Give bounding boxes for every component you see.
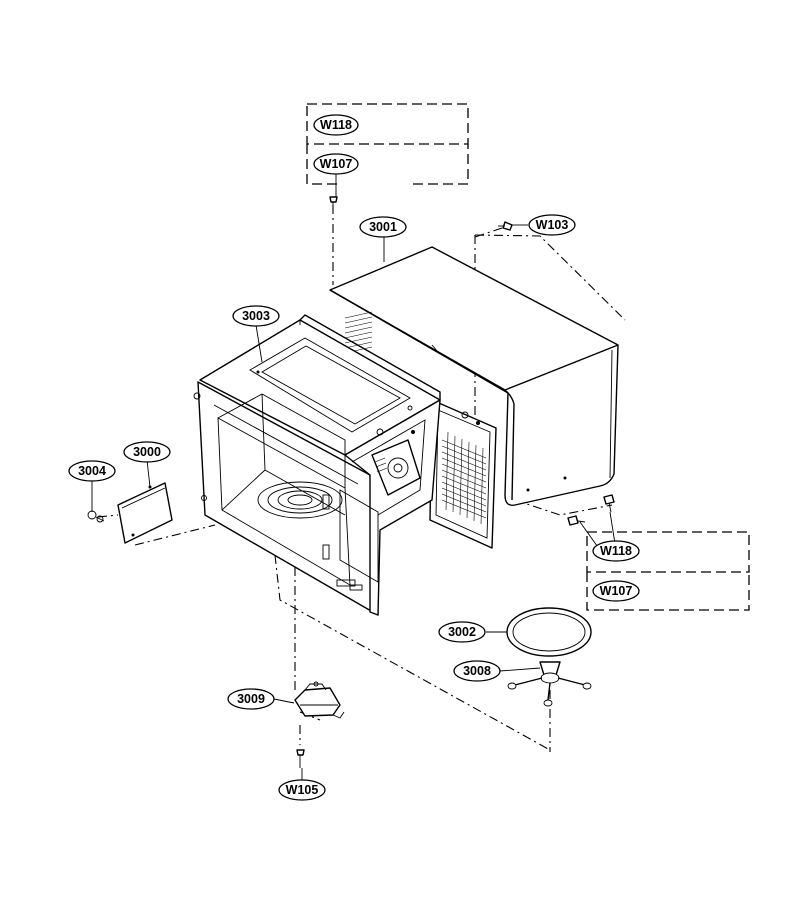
label-3003-text: 3003 [242, 309, 270, 323]
cavity-turntable [257, 481, 343, 519]
waveguide-cover [117, 482, 173, 544]
roller-support [507, 661, 592, 707]
label-3000-text: 3000 [133, 445, 161, 459]
label-3001: 3001 [359, 216, 407, 238]
right-callout-box [586, 531, 750, 611]
label-w107-right-text: W107 [600, 584, 633, 598]
rear-panel [429, 399, 497, 549]
cover-screw [87, 510, 105, 523]
label-3008-text: 3008 [463, 664, 491, 678]
label-w118-top-text: W118 [320, 118, 352, 132]
outer-cabinet [329, 246, 619, 506]
label-w107-top-text: W107 [320, 157, 353, 171]
label-3004-text: 3004 [78, 464, 106, 478]
label-w107-top: W107 [313, 153, 359, 175]
label-w105: W105 [278, 779, 326, 801]
label-w107-right: W107 [592, 580, 640, 602]
label-w103: W103 [528, 214, 576, 236]
inner-chassis [193, 314, 441, 616]
fan-motor [371, 439, 421, 496]
label-3009-text: 3009 [237, 692, 265, 706]
top-screw [329, 196, 338, 212]
label-w103-text: W103 [536, 218, 569, 232]
label-w118-top: W118 [313, 114, 359, 136]
label-3002: 3002 [438, 621, 486, 643]
label-w105-text: W105 [286, 783, 319, 797]
label-3000: 3000 [123, 441, 171, 463]
label-3009: 3009 [227, 688, 275, 710]
glass-tray [506, 607, 592, 657]
label-w118-right: W118 [592, 540, 640, 562]
label-w118-right-text: W118 [600, 544, 632, 558]
bottom-screw [296, 749, 305, 768]
turntable-motor [294, 681, 345, 719]
rear-screw-w103 [498, 221, 513, 231]
label-3004: 3004 [68, 460, 116, 482]
label-3002-text: 3002 [448, 625, 476, 639]
side-screws [567, 494, 615, 526]
label-3001-text: 3001 [369, 220, 397, 234]
label-3003: 3003 [232, 305, 280, 327]
label-3008: 3008 [453, 660, 501, 682]
top-callout-box [306, 103, 469, 185]
